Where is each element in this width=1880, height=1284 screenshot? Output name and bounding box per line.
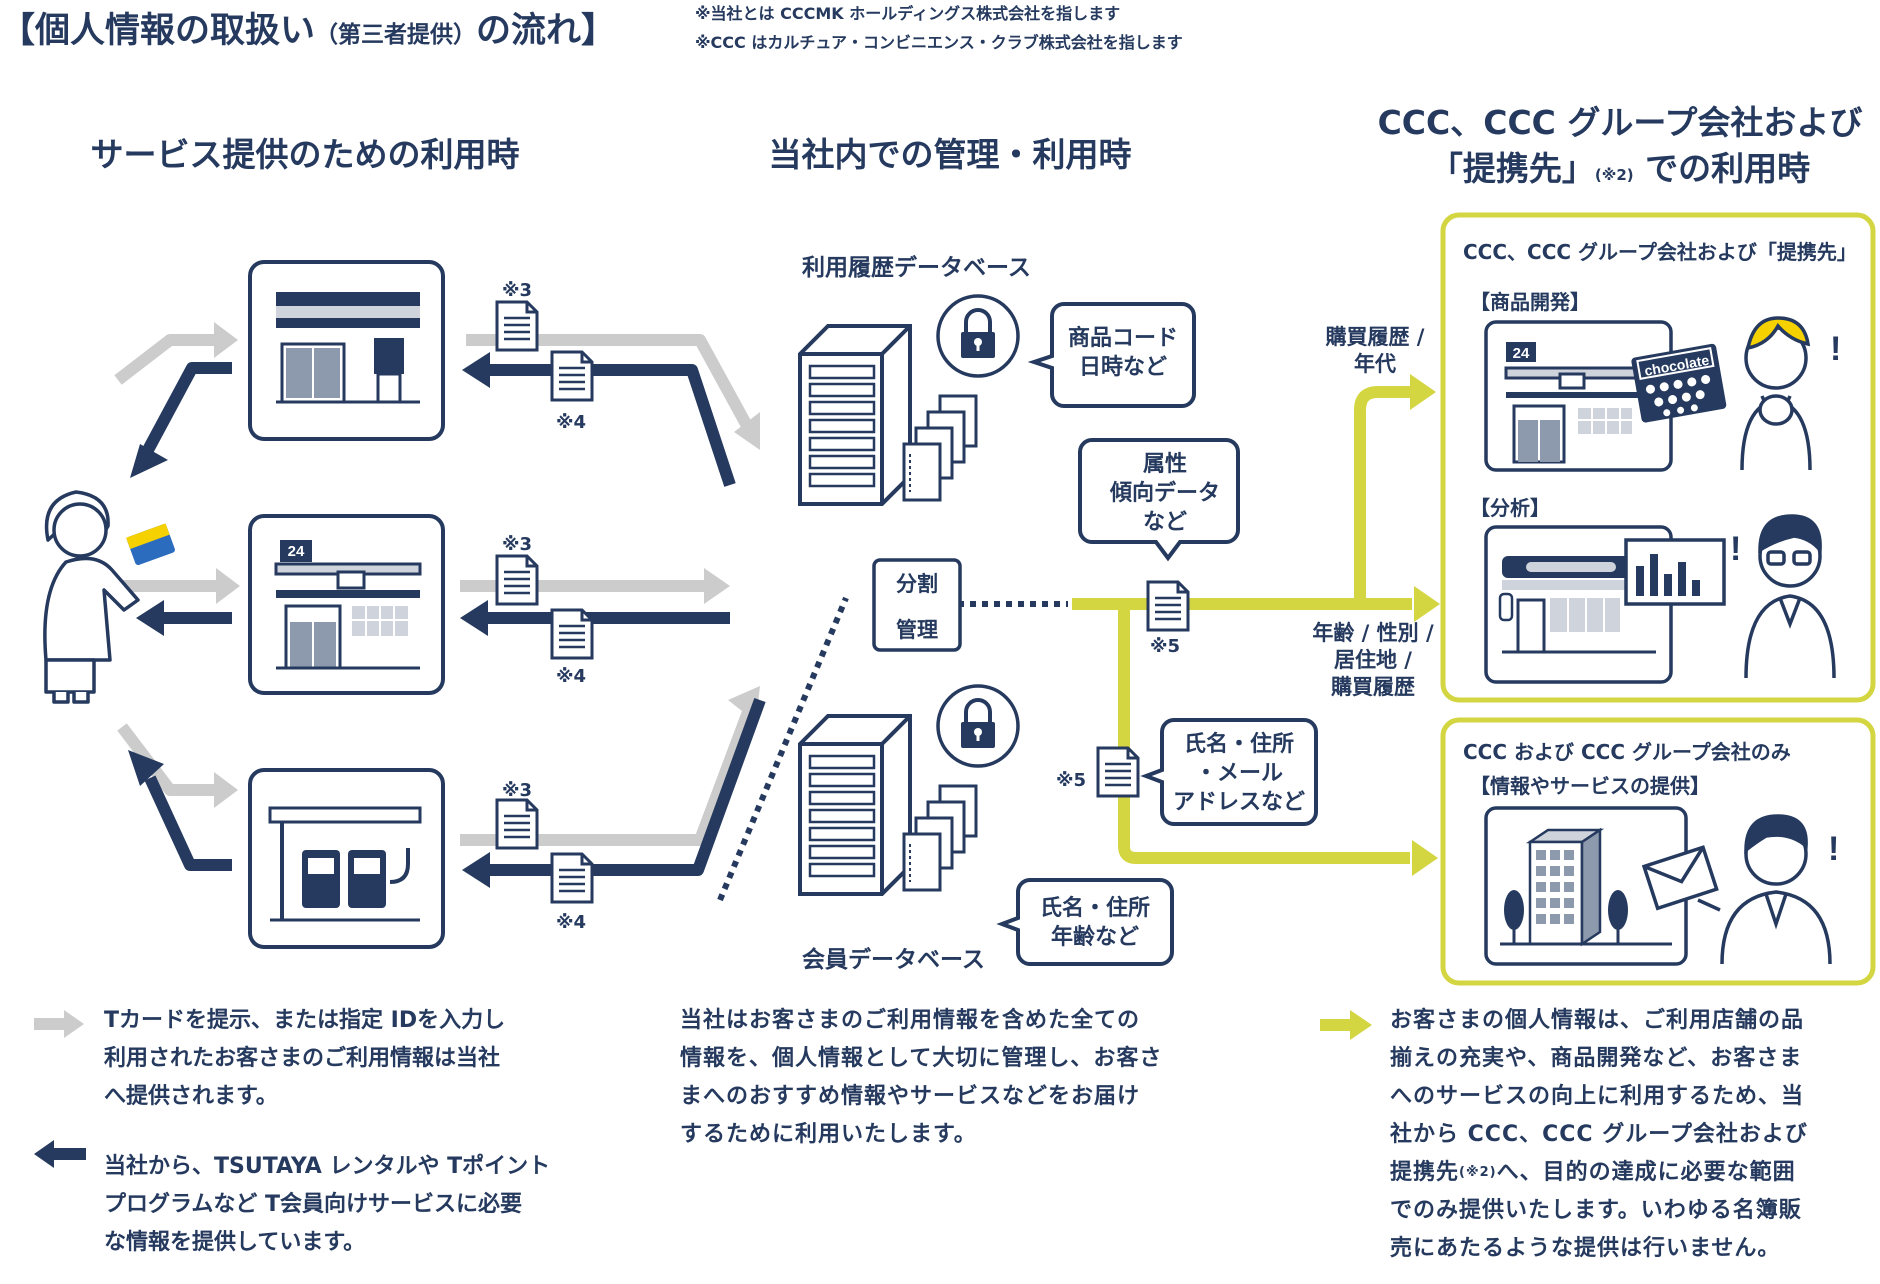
legend-arrows — [34, 1010, 86, 1168]
mark-4-bottom: ※4 — [556, 912, 587, 933]
svg-text:!: ! — [1830, 330, 1841, 368]
bubble-product-text: 商品コード日時など — [1067, 326, 1178, 380]
center-column-heading: 当社内での管理・利用時 — [768, 135, 1132, 174]
panel-info-service-label: 【情報やサービスの提供】 — [1470, 774, 1710, 798]
usage-db-label: 利用履歴データベース — [802, 255, 1031, 281]
note-cccmk: ※当社とは CCCMK ホールディングス株式会社を指します — [695, 4, 1121, 23]
man-glasses-icon — [1744, 514, 1836, 679]
note-ccc: ※CCC はカルチュア・コンビニエンス・クラブ株式会社を指します — [695, 33, 1183, 52]
right-column-heading: CCC、CCC グループ会社および 「提携先」(※2) での利用時 — [1377, 103, 1863, 188]
mark-4-top: ※4 — [556, 412, 587, 433]
woman-surprised-icon — [1740, 316, 1812, 471]
bubble-member — [996, 878, 1174, 966]
member-db-label: 会員データベース — [802, 947, 985, 973]
flow-label-purchase: 購買履歴 /年代 — [1325, 325, 1425, 376]
flow-label-demographic: 年齢 / 性別 /居住地 /購買履歴 — [1312, 621, 1434, 699]
bubble-product — [1027, 302, 1196, 408]
panel-product-dev-label: 【商品開発】 — [1470, 290, 1590, 314]
bubble-member-text: 氏名・住所年齢など — [1039, 896, 1150, 950]
mark-5-lower: ※5 — [1056, 770, 1087, 791]
split-management-box — [872, 558, 962, 652]
analysis-store-illustration — [1484, 525, 1726, 684]
panel-partners-title: CCC、CCC グループ会社および「提携先」 — [1463, 240, 1857, 264]
legend-gray-text: Tカードを提示、または指定 IDを入力し利用されたお客さまのご利用情報は当社へ提… — [104, 1008, 506, 1109]
center-description: 当社はお客さまのご利用情報を含めた全ての情報を、個人情報として大切に管理し、お客… — [680, 1008, 1163, 1147]
panel-group-title: CCC および CCC グループ会社のみ — [1463, 740, 1791, 764]
split-management-label: 分割管理 — [896, 572, 938, 642]
bubble-name — [1140, 718, 1318, 826]
store-box-1 — [248, 260, 445, 441]
envelope-icon — [1641, 845, 1719, 911]
right-description: お客さまの個人情報は、ご利用店舗の品 揃えの充実や、商品開発など、お客さま への… — [1390, 1008, 1808, 1261]
legend-navy-text: 当社から、TSUTAYA レンタルや Tポイントプログラムなど T会員向けサービ… — [104, 1154, 551, 1255]
bubble-name-text: 氏名・住所・メールアドレスなど — [1172, 732, 1305, 815]
mark-4-middle: ※4 — [556, 666, 587, 687]
man-delivering-icon — [1697, 814, 1832, 965]
page-title: 【個人情報の取扱い（第三者提供）の流れ】 — [0, 11, 617, 51]
mark-3-middle: ※3 — [502, 534, 533, 555]
mark-3-bottom: ※3 — [502, 780, 533, 801]
panel-analysis-label: 【分析】 — [1470, 496, 1550, 520]
panel-store-24-label: 24 — [1513, 345, 1530, 362]
svg-text:!: ! — [1828, 830, 1839, 868]
store-24-label: 24 — [288, 543, 305, 560]
member-lock-icon — [936, 684, 1020, 768]
gray-arrows-left — [90, 334, 222, 796]
legend-yellow-arrow — [1320, 1010, 1372, 1040]
customer-person-icon — [43, 490, 140, 704]
usage-history-lock-icon — [936, 294, 1020, 378]
svg-text:!: ! — [1730, 530, 1741, 568]
store-box-2 — [248, 514, 445, 695]
product-dev-store-illustration — [1484, 320, 1673, 472]
bubble-attribute-text: 属性傾向データなど — [1109, 452, 1220, 535]
mark-5-upper: ※5 — [1150, 636, 1181, 657]
bubble-attribute — [1078, 438, 1240, 562]
mark-3-top: ※3 — [502, 280, 533, 301]
t-card-icon — [126, 523, 175, 566]
chocolate-icon — [1631, 343, 1727, 423]
gas-station-box — [248, 768, 445, 949]
left-column-heading: サービス提供のための利用時 — [90, 135, 520, 174]
navy-arrows-left — [142, 362, 232, 871]
